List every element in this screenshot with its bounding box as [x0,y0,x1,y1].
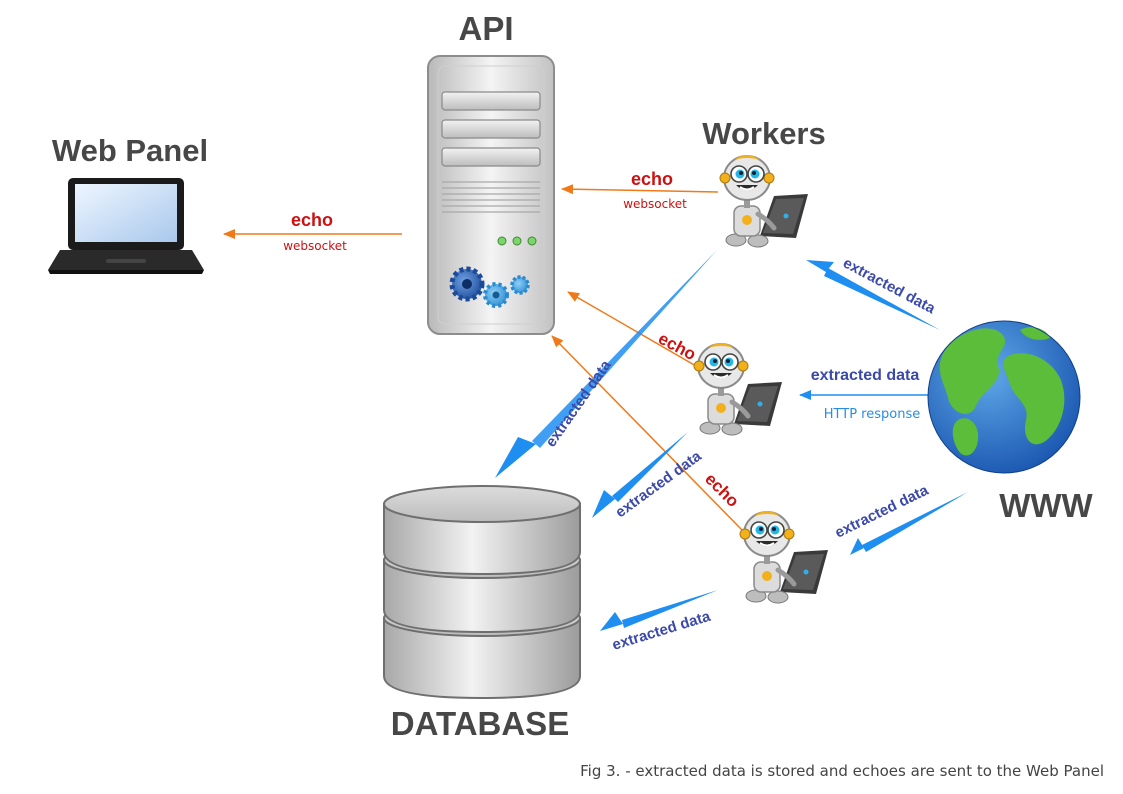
extracted-data-label-worker3-db: extracted data [610,608,713,654]
data-arrow-www-to-worker3 [862,492,968,552]
server-icon [427,55,555,335]
data-arrow-worker2-to-db [612,432,688,502]
robot-worker-icon [694,343,782,435]
data-arrow-www-to-worker1 [824,268,940,330]
extracted-data-label-www-worker3: extracted data [832,481,931,541]
echo-label-worker1: echo [631,169,673,189]
echo-label-worker2: echo [655,329,699,364]
www-node: WWW [927,320,1094,524]
workers-title: Workers [702,116,826,151]
www-title: WWW [999,487,1093,524]
figure-caption: Fig 3. - extracted data is stored and ec… [580,762,1104,780]
workers-node: Workers [694,116,828,603]
echo-arrow-worker2-to-api [567,291,697,367]
laptop-icon [48,178,204,274]
echo-arrow-worker3-to-api [551,335,743,531]
echo-arrow-worker1-to-api [561,184,719,195]
extracted-data-label-www-worker2: extracted data [811,367,920,384]
data-arrows [495,250,968,631]
echo-label-worker3: echo [701,469,742,510]
websocket-label-webpanel: websocket [283,239,347,253]
web-panel-node: Web Panel [48,133,208,274]
api-title: API [458,10,513,47]
data-arrow-worker1-to-db [532,250,717,448]
database-node: DATABASE [383,485,581,742]
api-node: API [427,10,555,335]
gear-icon [449,266,530,308]
echo-arrows [223,184,743,531]
robot-worker-icon [720,155,808,247]
http-response-label: HTTP response [824,407,920,422]
data-arrow-worker3-to-db [622,590,718,628]
web-panel-title: Web Panel [52,133,208,168]
websocket-label-worker1: websocket [623,197,687,211]
globe-icon [927,320,1081,474]
echo-label-webpanel: echo [291,210,333,230]
database-icon [383,485,581,700]
database-title: DATABASE [391,705,569,742]
edge-labels: echo websocket echo websocket echo echo … [283,169,938,654]
extracted-data-label-worker1-db: extracted data [542,357,615,451]
robot-worker-icon [740,511,828,603]
